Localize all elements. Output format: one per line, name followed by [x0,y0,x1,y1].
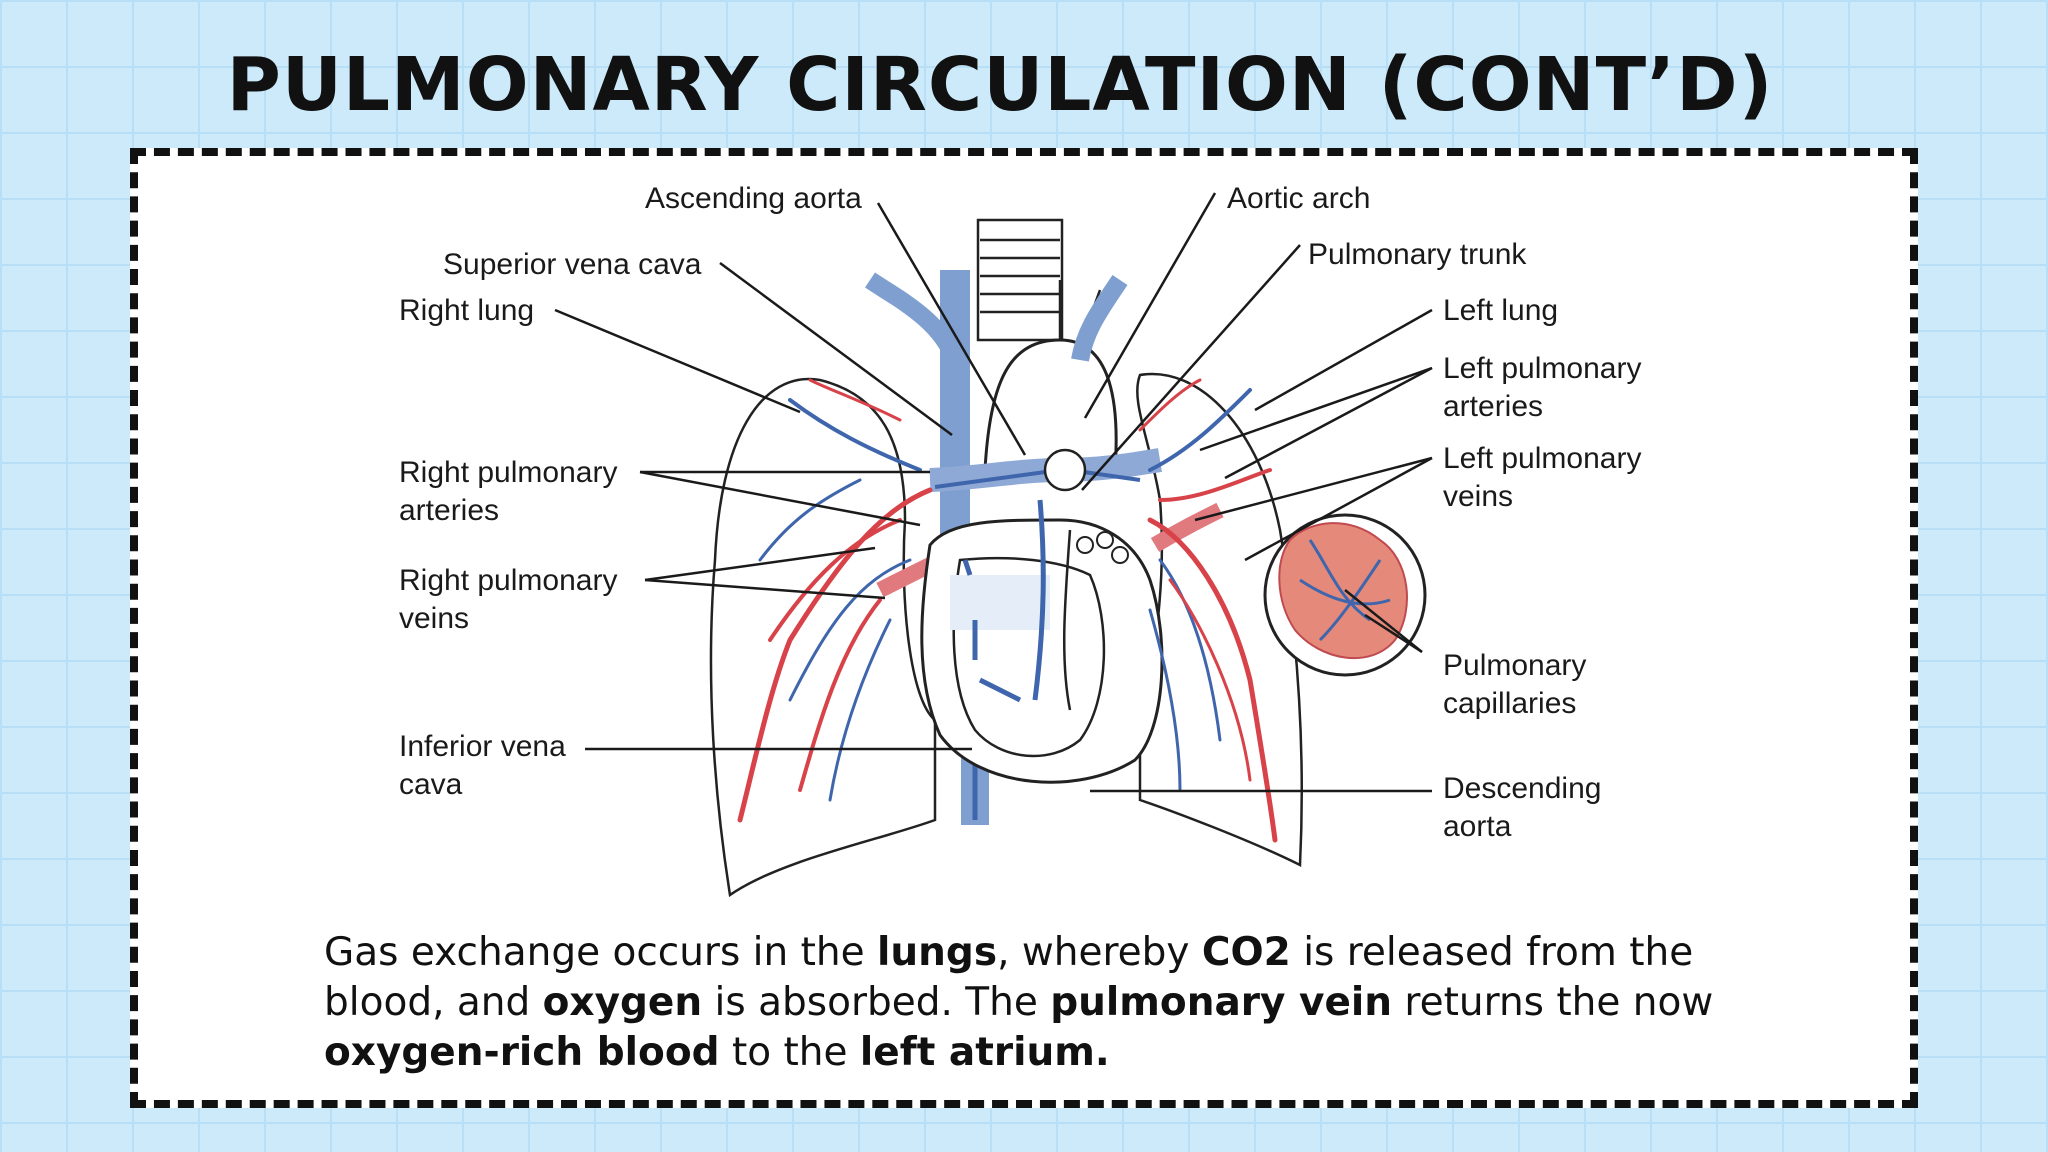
page-title: PULMONARY CIRCULATION (CONT’D) [226,42,1774,128]
label-right-pulmonary-veins-2: veins [399,602,469,635]
label-superior-vena-cava: Superior vena cava [443,248,702,281]
label-left-pulmonary-veins-2: veins [1443,480,1513,513]
label-left-lung: Left lung [1443,294,1558,327]
label-right-lung: Right lung [399,294,534,327]
label-left-pulmonary-veins-1: Left pulmonary [1443,442,1641,475]
label-inferior-vena-cava-1: Inferior vena [399,730,566,763]
trachea [976,218,1064,342]
label-pulmonary-capillaries-1: Pulmonary [1443,649,1586,682]
right-lung-outline [709,377,937,898]
label-ascending-aorta: Ascending aorta [645,182,862,215]
label-left-pulmonary-arteries-1: Left pulmonary [1443,352,1641,385]
label-right-pulmonary-veins-1: Right pulmonary [399,564,617,597]
label-pulmonary-trunk: Pulmonary trunk [1308,238,1527,271]
caption-text: Gas exchange occurs in the lungs, whereb… [324,928,1754,1078]
label-pulmonary-capillaries-2: capillaries [1443,687,1576,720]
right-lung-vessels [737,378,933,823]
caption-line-1: Gas exchange occurs in the lungs, whereb… [324,930,1694,975]
label-left-pulmonary-arteries-2: arteries [1443,390,1543,423]
label-right-pulmonary-arteries-1: Right pulmonary [399,456,617,489]
label-right-pulmonary-arteries-2: arteries [399,494,499,527]
caption-line-3: oxygen-rich blood to the left atrium. [324,1030,1110,1075]
aorta [983,338,1118,471]
label-aortic-arch: Aortic arch [1227,182,1370,215]
leader-lines [554,192,1433,793]
label-descending-aorta-1: Descending [1443,772,1601,805]
caption-line-2: blood, and oxygen is absorbed. The pulmo… [324,980,1714,1025]
label-inferior-vena-cava-2: cava [399,768,463,801]
left-lung-vessels [1138,378,1278,843]
label-descending-aorta-2: aorta [1443,810,1512,843]
